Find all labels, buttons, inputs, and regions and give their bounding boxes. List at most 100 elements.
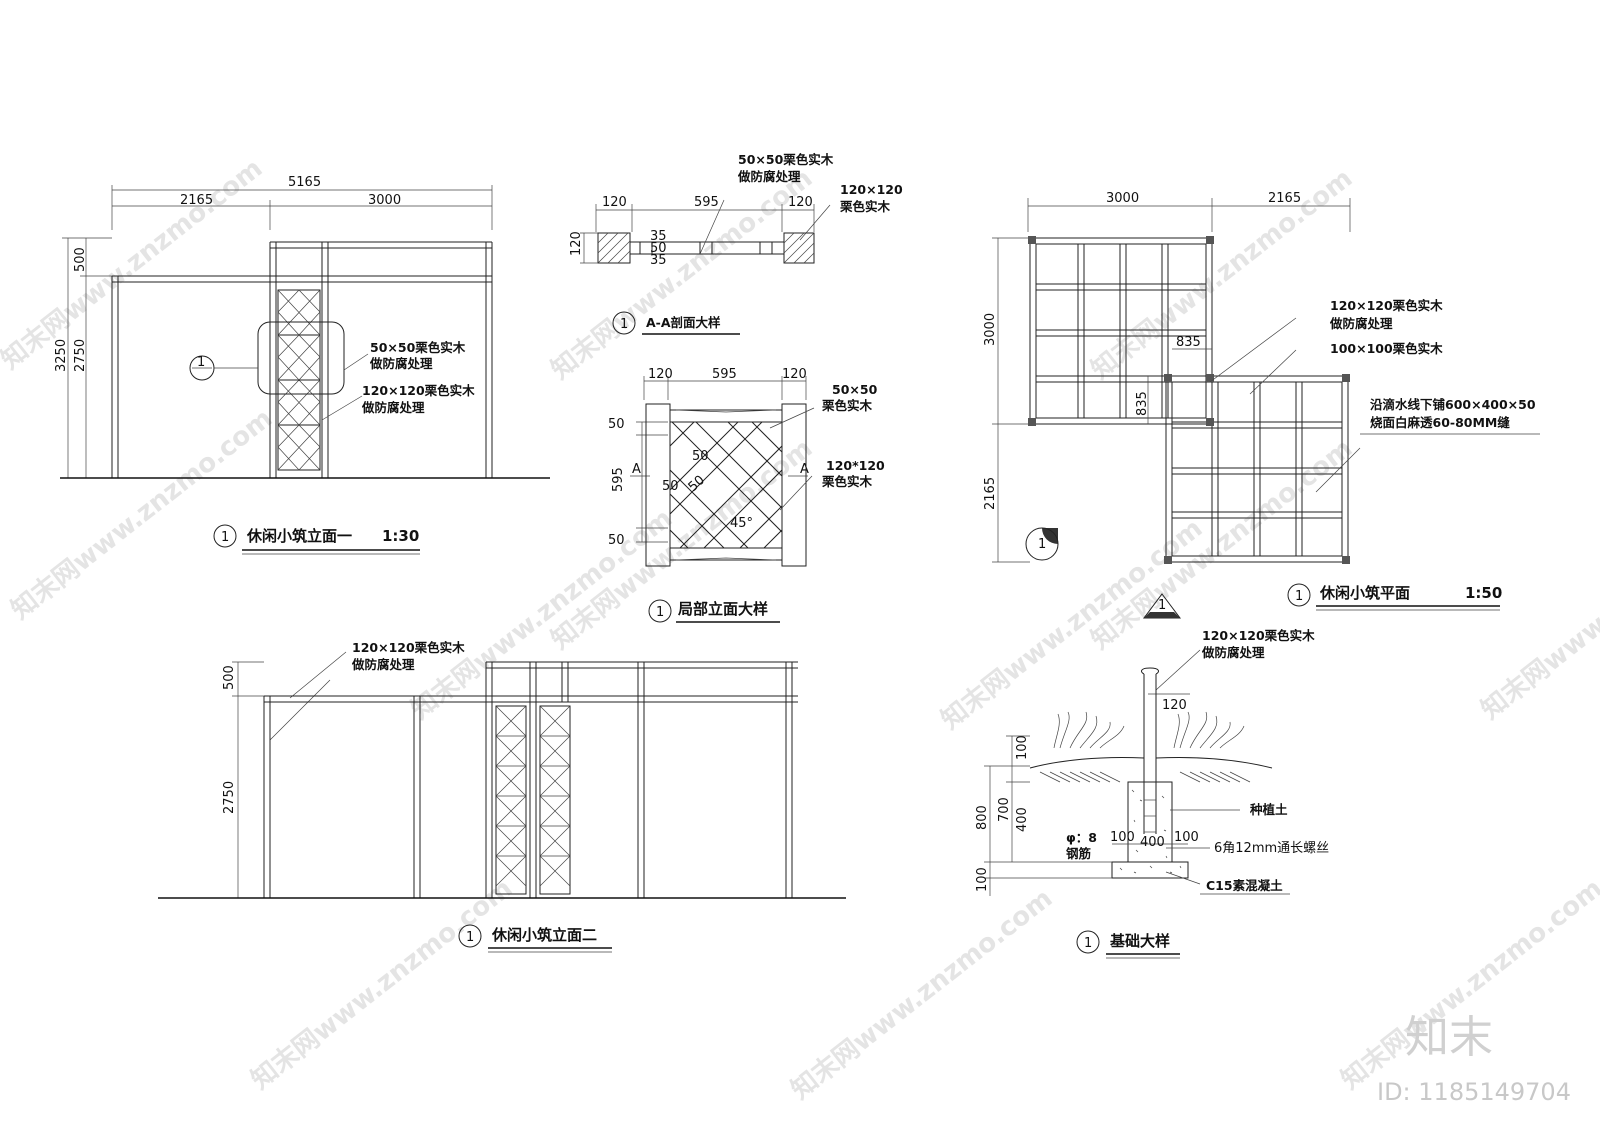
title-index: 1	[221, 530, 229, 545]
watermark-text: 知末网www.znzmo.com	[6, 403, 278, 625]
note-timber-100: 100×100栗色实木	[1330, 341, 1443, 356]
watermark-text: 知末网www.znzmo.com	[786, 883, 1058, 1105]
section-mark-a: A	[800, 462, 809, 477]
dim-50: 50	[662, 479, 679, 494]
note-maroon-wood: 栗色实木	[822, 474, 873, 489]
image-id: ID: 1185149704	[1377, 1078, 1571, 1106]
title-elevation-1: 休闲小筑立面一	[246, 527, 352, 545]
dim-500: 500	[222, 665, 237, 690]
note-anticorrosion: 做防腐处理	[737, 169, 801, 184]
title-index: 1	[466, 930, 474, 945]
note-paving-2: 烧面白麻透60-80MM缝	[1370, 415, 1510, 430]
title-index: 1	[1295, 589, 1303, 604]
elevation-2: 120×120栗色实木 做防腐处理 500 2750 1 休闲小筑立面二	[158, 640, 846, 953]
section-aa: 50×50栗色实木 做防腐处理 120×120 栗色实木 120 595 120…	[569, 152, 903, 335]
note-rebar-size: φ：8	[1066, 830, 1097, 845]
dim-120-side: 120	[569, 231, 584, 256]
dim-2750: 2750	[73, 339, 88, 372]
dim-700: 700	[997, 797, 1012, 822]
dim-2165: 2165	[983, 477, 998, 510]
dim-400: 400	[1015, 807, 1030, 832]
note-bolt: 6角12mm通长螺丝	[1214, 841, 1329, 856]
note-timber-120: 120×120栗色实木	[362, 383, 475, 398]
elevation-1: 5165 2165 3000 3250 500 2750	[54, 175, 550, 555]
lattice-panel	[495, 705, 571, 895]
dim-3000: 3000	[1106, 191, 1139, 206]
title-plan: 休闲小筑平面	[1319, 584, 1410, 602]
note-anticorrosion: 做防腐处理	[351, 657, 415, 672]
dim-3000: 3000	[983, 313, 998, 346]
angle-45: 45°	[730, 516, 753, 531]
dim-2165: 2165	[1268, 191, 1301, 206]
callout-1: 1	[1038, 537, 1046, 552]
dim-50: 50	[686, 473, 708, 495]
dim-595: 595	[611, 467, 626, 492]
watermark-text: 知末网www.znzmo.com	[246, 873, 518, 1095]
dim-2750: 2750	[222, 781, 237, 814]
brand-logo: 知末	[1405, 1012, 1493, 1063]
dim-120: 120	[1162, 698, 1187, 713]
dim-500: 500	[73, 247, 88, 272]
watermark-text: 知末网www.znzmo.com	[1086, 433, 1358, 655]
note-timber-120: 120×120栗色实木	[1202, 628, 1315, 643]
dim-35: 35	[650, 229, 667, 244]
dim-595: 595	[694, 195, 719, 210]
detail-elevation: 120 595 120 50 595 50 A A 50 50 50 45° 5…	[608, 367, 885, 623]
dim-5165: 5165	[288, 175, 321, 190]
dim-50: 50	[650, 241, 667, 256]
dim-50: 50	[608, 417, 625, 432]
dim-400: 400	[1140, 835, 1165, 850]
dim-100: 100	[1174, 830, 1199, 845]
title-index: 1	[1084, 936, 1092, 951]
title-index: 1	[656, 605, 664, 620]
note-timber-50: 50×50	[832, 382, 878, 397]
note-planting-soil: 种植土	[1249, 802, 1288, 817]
note-timber-120: 120×120栗色实木	[1330, 298, 1443, 313]
dim-100: 100	[1015, 735, 1030, 760]
scale-1-30: 1:30	[382, 527, 419, 545]
note-anticorrosion: 做防腐处理	[369, 356, 433, 371]
note-timber-50: 50×50栗色实木	[370, 340, 466, 355]
section-mark-a: A	[632, 462, 641, 477]
note-timber-120: 120*120	[826, 458, 885, 473]
dim-50: 50	[692, 449, 709, 464]
note-anticorrosion: 做防腐处理	[1201, 645, 1265, 660]
dim-100: 100	[975, 867, 990, 892]
watermark-text: 知末网www.znzmo.com	[1476, 503, 1600, 725]
foundation: 120×120栗色实木 做防腐处理 120 种植土 6角12mm通长螺丝 C15…	[975, 628, 1329, 959]
watermark-layer: 知末网www.znzmo.com 知末网www.znzmo.com 知末网www…	[0, 153, 1600, 1106]
title-index: 1	[620, 317, 628, 332]
note-timber-120: 120×120	[840, 182, 903, 197]
callout-symbol	[1042, 528, 1058, 544]
title-foundation: 基础大样	[1109, 932, 1170, 950]
note-timber-120: 120×120栗色实木	[352, 640, 465, 655]
dim-120: 120	[602, 195, 627, 210]
note-concrete: C15素混凝土	[1206, 878, 1283, 893]
note-paving-1: 沿滴水线下铺600×400×50	[1369, 397, 1536, 412]
dim-595: 595	[712, 367, 737, 382]
dim-800: 800	[975, 805, 990, 830]
dim-835: 835	[1135, 391, 1150, 416]
callout-1: 1	[197, 355, 205, 370]
scale-1-50: 1:50	[1465, 584, 1502, 602]
title-elevation-2: 休闲小筑立面二	[491, 926, 597, 944]
callout-1: 1	[1158, 598, 1166, 613]
note-maroon-wood: 栗色实木	[822, 398, 873, 413]
watermark-text: 知末网www.znzmo.com	[0, 153, 268, 375]
dim-835: 835	[1176, 335, 1201, 350]
detail-lattice	[670, 422, 782, 548]
plan: 3000 2165 3000 2165 835 835	[983, 191, 1540, 619]
title-section-aa: A-A剖面大样	[646, 315, 721, 330]
note-timber-50: 50×50栗色实木	[738, 152, 834, 167]
note-anticorrosion: 做防腐处理	[1329, 316, 1393, 331]
dim-100: 100	[1110, 830, 1135, 845]
dim-50: 50	[608, 533, 625, 548]
dim-3250: 3250	[54, 339, 69, 372]
note-rebar: 钢筋	[1066, 846, 1092, 861]
note-maroon-wood: 栗色实木	[840, 199, 891, 214]
watermark-text: 知末网www.znzmo.com	[406, 503, 678, 725]
note-anticorrosion: 做防腐处理	[361, 400, 425, 415]
dim-120: 120	[648, 367, 673, 382]
dim-35: 35	[650, 253, 667, 268]
